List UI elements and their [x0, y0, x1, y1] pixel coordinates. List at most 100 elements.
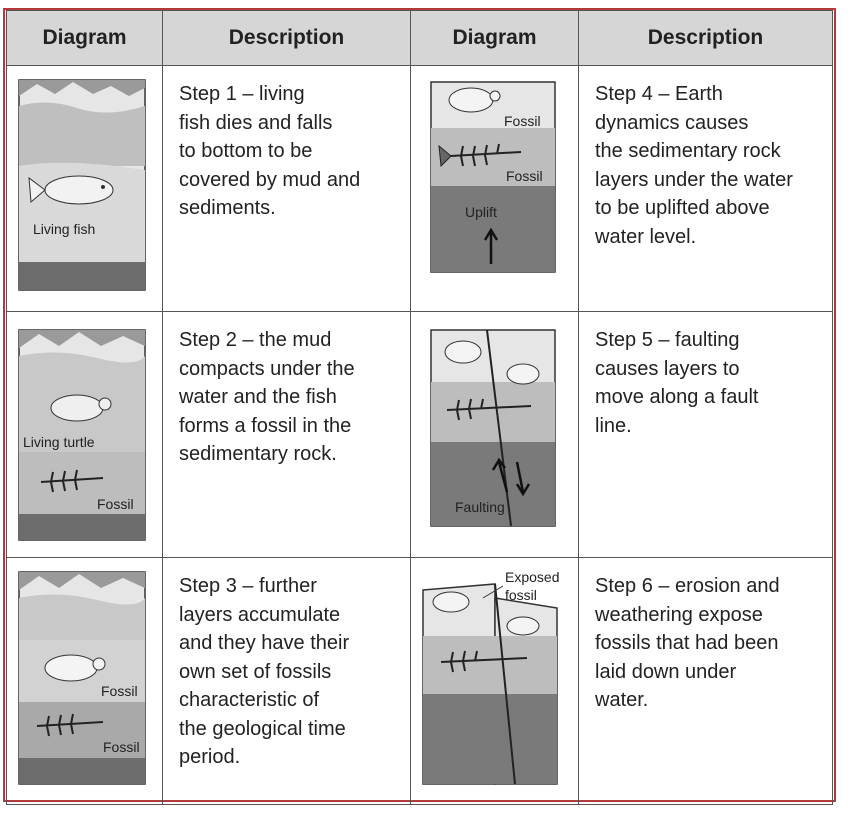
callout-line — [482, 585, 504, 599]
desc-line: layers under the water — [595, 168, 793, 191]
desc-line: move along a fault — [595, 386, 759, 408]
mountains — [19, 572, 145, 590]
desc-line: the geological time — [179, 717, 346, 740]
gravel-bed — [19, 262, 145, 290]
gravel-bed — [19, 514, 145, 540]
fish-fossil-icon — [36, 713, 104, 737]
label-faulting: Faulting — [455, 499, 505, 515]
step-2-illustration: Living turtle Fossil — [18, 329, 146, 541]
header-diagram-1: Diagram — [6, 10, 163, 66]
desc-line: laid down under — [595, 660, 737, 683]
desc-line: sedimentary rock. — [179, 443, 337, 465]
lower-rock-layer — [431, 442, 555, 526]
header-row: Diagram Description Diagram Description — [6, 10, 833, 66]
desc-line: to bottom to be — [179, 140, 313, 162]
step-1-illustration: Living fish — [18, 79, 146, 291]
fish-fossil-icon — [440, 650, 528, 673]
lower-rock-layer — [423, 694, 557, 784]
fish-fossil-icon — [446, 398, 532, 421]
label-fossil-top: Fossil — [504, 113, 541, 129]
desc-line: own set of fossils — [179, 660, 332, 683]
diagram-step-2: Living turtle Fossil — [6, 311, 163, 558]
table-row: Living fish Step 1 – living fish dies an… — [6, 65, 833, 312]
desc-line: fish dies and falls — [179, 111, 333, 134]
diagram-step-6: Exposed fossil — [410, 557, 579, 805]
desc-line: Step 4 – Earth — [595, 83, 723, 105]
header-description-2: Description — [578, 10, 833, 66]
desc-line: forms a fossil in the — [179, 414, 352, 437]
fossil-formation-table: Diagram Description Diagram Description … — [6, 10, 833, 805]
desc-line: water level. — [595, 225, 697, 248]
description-step-2: Step 2 – the mud compacts under the wate… — [162, 311, 411, 558]
desc-line: Step 3 – further — [179, 575, 317, 597]
desc-line: fossils that had been — [595, 632, 779, 654]
description-step-6: Step 6 – erosion and weathering expose f… — [578, 557, 833, 805]
description-step-1: Step 1 – living fish dies and falls to b… — [162, 65, 411, 312]
desc-line: and they have their — [179, 632, 350, 654]
description-step-5: Step 5 – faulting causes layers to move … — [578, 311, 833, 558]
header-diagram-2: Diagram — [410, 10, 579, 66]
water-layer — [19, 102, 145, 166]
fault-line — [494, 583, 516, 785]
desc-line: sediments. — [179, 197, 276, 219]
middle-rock-layer — [19, 702, 145, 758]
desc-line: compacts under the — [179, 357, 355, 380]
desc-line: water. — [595, 689, 649, 711]
desc-line: layers accumulate — [179, 603, 341, 626]
desc-line: water and the fish — [179, 386, 337, 408]
fish-fossil-icon — [438, 143, 522, 168]
label-fossil-middle: Fossil — [506, 168, 543, 184]
desc-line: Step 6 – erosion and — [595, 575, 780, 597]
step-4-illustration: Fossil Fossil Uplift — [430, 81, 556, 273]
description-step-4: Step 4 – Earth dynamics causes the sedim… — [578, 65, 833, 312]
label-fossil: Fossil — [97, 496, 134, 512]
fault-arrow-down-icon — [515, 461, 531, 497]
step-6-illustration: Exposed fossil — [422, 569, 559, 785]
diagram-step-1: Living fish — [6, 65, 163, 312]
uplift-arrow-icon — [483, 227, 499, 264]
turtle-fossil-icon — [448, 87, 501, 113]
label-fossil: fossil — [505, 587, 537, 603]
diagram-step-5: Faulting — [410, 311, 579, 558]
turtle-icon — [50, 394, 112, 422]
step-5-illustration: Faulting — [430, 329, 556, 527]
desc-line: Step 5 – faulting — [595, 329, 740, 351]
turtle-fossil-icon — [44, 654, 106, 682]
desc-line: the sedimentary rock — [595, 140, 781, 162]
table-row: Fossil Fossil Step 3 – further layers ac… — [6, 557, 833, 805]
fault-line — [486, 329, 512, 527]
turtle-fossil-icon — [444, 340, 540, 385]
turtle-fossil-icon — [432, 591, 540, 636]
desc-line: causes layers to — [595, 357, 740, 380]
desc-line: covered by mud and — [179, 168, 361, 191]
middle-layer — [431, 382, 555, 442]
desc-line: to be uplifted above — [595, 197, 770, 219]
description-step-3: Step 3 – further layers accumulate and t… — [162, 557, 411, 805]
label-living-turtle: Living turtle — [23, 434, 95, 450]
middle-layer — [431, 128, 555, 186]
mountains — [19, 330, 145, 348]
middle-layer — [423, 636, 557, 694]
desc-line: period. — [179, 746, 241, 768]
label-living-fish: Living fish — [33, 221, 95, 237]
mud-layer — [19, 452, 145, 514]
diagram-step-3: Fossil Fossil — [6, 557, 163, 805]
label-fossil-upper: Fossil — [101, 683, 138, 699]
header-description-1: Description — [162, 10, 411, 66]
mountains — [19, 80, 145, 96]
lower-rock-layer — [431, 186, 555, 272]
desc-line: Step 2 – the mud — [179, 329, 332, 351]
table-row: Living turtle Fossil Step 2 – the mud co… — [6, 311, 833, 558]
water-layer — [19, 594, 145, 640]
fish-icon — [28, 175, 114, 205]
desc-line: weathering expose — [595, 603, 763, 626]
desc-line: line. — [595, 414, 632, 437]
desc-line: characteristic of — [179, 689, 320, 711]
label-exposed: Exposed — [505, 569, 559, 585]
desc-line: dynamics causes — [595, 111, 749, 134]
step-3-illustration: Fossil Fossil — [18, 571, 146, 785]
label-uplift: Uplift — [465, 204, 497, 220]
gravel-bed — [19, 758, 145, 784]
desc-line: Step 1 – living — [179, 83, 305, 105]
diagram-step-4: Fossil Fossil Uplift — [410, 65, 579, 312]
